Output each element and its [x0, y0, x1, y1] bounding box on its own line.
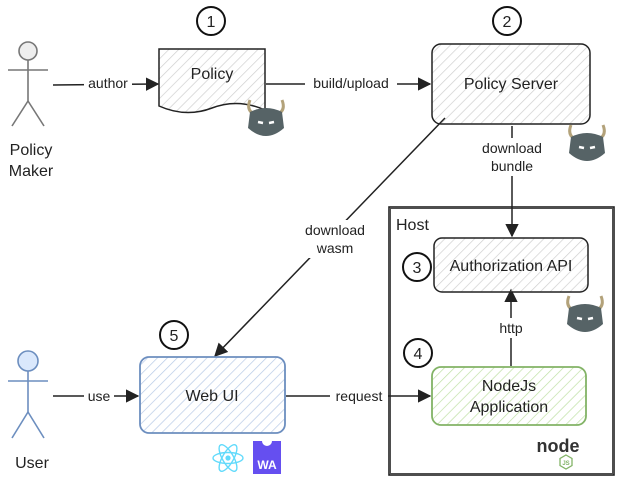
- stick-figure-icon: [8, 41, 48, 127]
- node-policy-server: Policy Server: [431, 43, 591, 125]
- node-nodejs-label-line1: NodeJs: [482, 378, 536, 395]
- edge-download-wasm-label-bg: [300, 220, 372, 258]
- node-policy-server-label: Policy Server: [464, 76, 559, 93]
- actor-user-label: User: [15, 455, 49, 472]
- node-policy: Policy: [158, 48, 266, 114]
- edge-download-bundle-label-line1: download: [482, 140, 542, 156]
- svg-text:4: 4: [414, 346, 423, 363]
- node-web-ui-label: Web UI: [185, 388, 238, 405]
- wasm-logo-text: WA: [257, 458, 277, 472]
- edge-http-label: http: [499, 320, 523, 336]
- svg-text:2: 2: [503, 14, 512, 31]
- edge-build-upload-label: build/upload: [313, 75, 389, 91]
- edges: author build/upload download bundle down…: [52, 72, 548, 406]
- stick-figure-icon: [8, 350, 48, 439]
- edge-download-bundle-label-bg: [476, 138, 548, 176]
- svg-text:5: 5: [170, 328, 179, 345]
- opa-icon: [568, 124, 606, 161]
- node-logo-text: node: [537, 436, 580, 456]
- opa-icon: [566, 295, 604, 332]
- edge-download-wasm-label-line1: download: [305, 222, 365, 238]
- opa-icon: [247, 99, 285, 136]
- node-logo-badge: JS: [562, 461, 569, 467]
- step-badge-1: 1: [196, 6, 226, 36]
- step-badge-2: 2: [492, 6, 522, 36]
- actor-policy-maker: Policy Maker: [8, 41, 54, 180]
- node-nodejs-label-line2: Application: [470, 399, 548, 416]
- actor-policy-maker-label-line1: Policy: [10, 142, 53, 159]
- edge-request-label-bg: [330, 386, 388, 406]
- step-badge-4: 4: [403, 338, 433, 368]
- edge-use-label: use: [88, 388, 111, 404]
- nodejs-icon: node JS: [537, 436, 580, 470]
- actor-user: User: [8, 350, 50, 472]
- actor-policy-maker-label-line2: Maker: [9, 163, 54, 180]
- edge-author-label-bg: [84, 72, 132, 92]
- node-authorization-api-label: Authorization API: [450, 258, 573, 275]
- node-authorization-api: Authorization API: [433, 237, 589, 293]
- edge-http-label-bg: [494, 318, 528, 338]
- edge-build-upload-label-bg: [305, 72, 397, 92]
- host-label: Host: [396, 217, 429, 234]
- wasm-icon: WA: [253, 441, 281, 474]
- edge-request-label: request: [336, 388, 383, 404]
- node-policy-label: Policy: [191, 66, 234, 83]
- svg-text:3: 3: [413, 260, 422, 277]
- step-badges: 1 2 3 4 5: [159, 6, 522, 368]
- host-container: Host: [388, 206, 615, 476]
- step-badge-5: 5: [159, 320, 189, 350]
- node-web-ui: Web UI: [139, 356, 286, 434]
- step-badge-3: 3: [402, 252, 432, 282]
- edge-download-bundle-label-line2: bundle: [491, 158, 533, 174]
- svg-text:1: 1: [207, 14, 216, 31]
- node-nodejs-application: NodeJs Application: [431, 366, 587, 426]
- edge-author-label: author: [88, 75, 128, 91]
- edge-use-label-bg: [84, 386, 114, 406]
- edge-download-wasm-label-line2: wasm: [316, 240, 354, 256]
- react-icon: [212, 444, 244, 472]
